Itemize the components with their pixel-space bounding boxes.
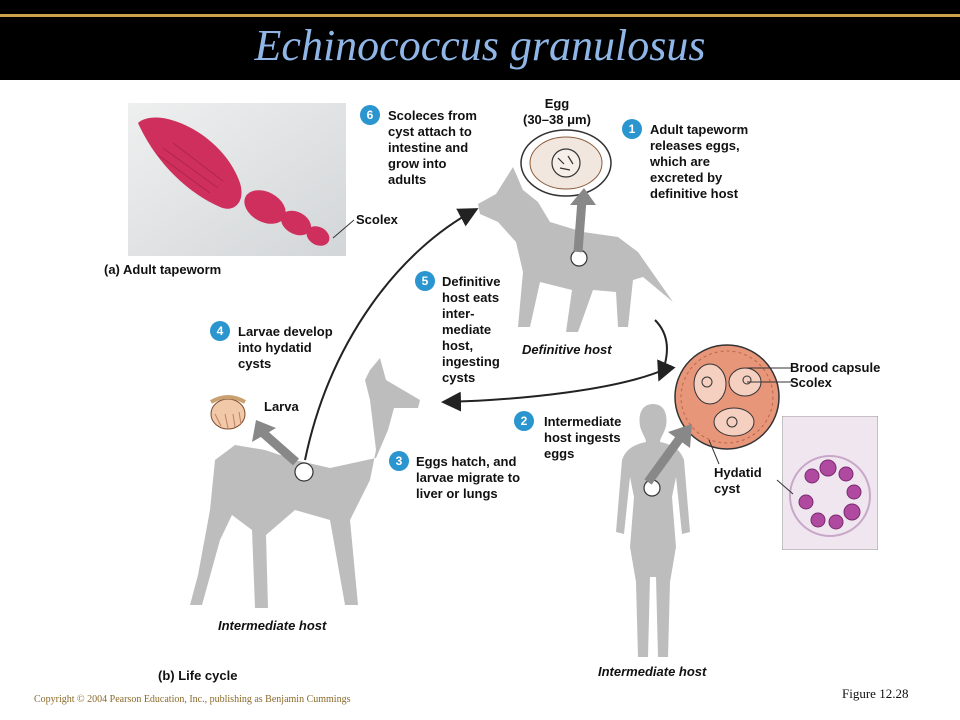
part-b-label: (b) Life cycle	[158, 668, 238, 683]
intermediate-host-deer-label: Intermediate host	[218, 618, 327, 633]
larva-label: Larva	[264, 399, 299, 414]
scolex-cyst-label: Scolex	[790, 375, 832, 390]
part-a-label: (a) Adult tapeworm	[104, 262, 222, 277]
step-3-badge: 3	[389, 451, 409, 471]
step-5-text: Definitive host eats inter- mediate host…	[442, 274, 501, 385]
step-1-text: Adult tapeworm releases eggs, which are …	[650, 122, 749, 201]
hydatid-cyst-micrograph	[781, 415, 879, 551]
hydatid-cyst-label: Hydatid cyst	[714, 465, 762, 496]
step-4-text: Larvae develop into hydatid cysts	[238, 324, 333, 371]
copyright-text: Copyright © 2004 Pearson Education, Inc.…	[34, 694, 351, 705]
hydatid-cyst-illustration	[674, 344, 780, 450]
step-5-badge: 5	[415, 271, 435, 291]
adult-tapeworm-photo	[128, 103, 346, 256]
intermediate-host-deer	[190, 358, 420, 608]
figure-number: Figure 12.28	[842, 686, 909, 701]
larva-illustration	[209, 395, 247, 430]
scolex-photo-label: Scolex	[356, 212, 398, 227]
intermediate-host-human	[616, 404, 690, 657]
step-2-badge: 2	[514, 411, 534, 431]
step-3-text: Eggs hatch, and larvae migrate to liver …	[416, 454, 521, 501]
intermediate-host-human-label: Intermediate host	[598, 664, 707, 679]
egg-label: Egg (30–38 μm)	[523, 96, 591, 127]
hydatid-pointer-line	[708, 439, 720, 465]
egg-illustration	[520, 129, 612, 197]
brood-capsule-label: Brood capsule	[790, 360, 881, 375]
cyst-pointer-lines	[747, 367, 791, 383]
scolex-pointer-line	[332, 219, 355, 239]
slide-title: Echinococcus granulosus	[254, 21, 706, 70]
title-bar: Echinococcus granulosus	[0, 0, 960, 80]
definitive-host-label: Definitive host	[522, 342, 612, 357]
step-2-text: Intermediate host ingests eggs	[544, 414, 622, 461]
title-rule	[0, 14, 960, 17]
step-4-badge: 4	[210, 321, 230, 341]
step-1-badge: 1	[622, 119, 642, 139]
step-6-text: Scoleces from cyst attach to intestine a…	[388, 108, 477, 187]
step-6-badge: 6	[360, 105, 380, 125]
micrograph-pointer-line	[776, 479, 794, 495]
